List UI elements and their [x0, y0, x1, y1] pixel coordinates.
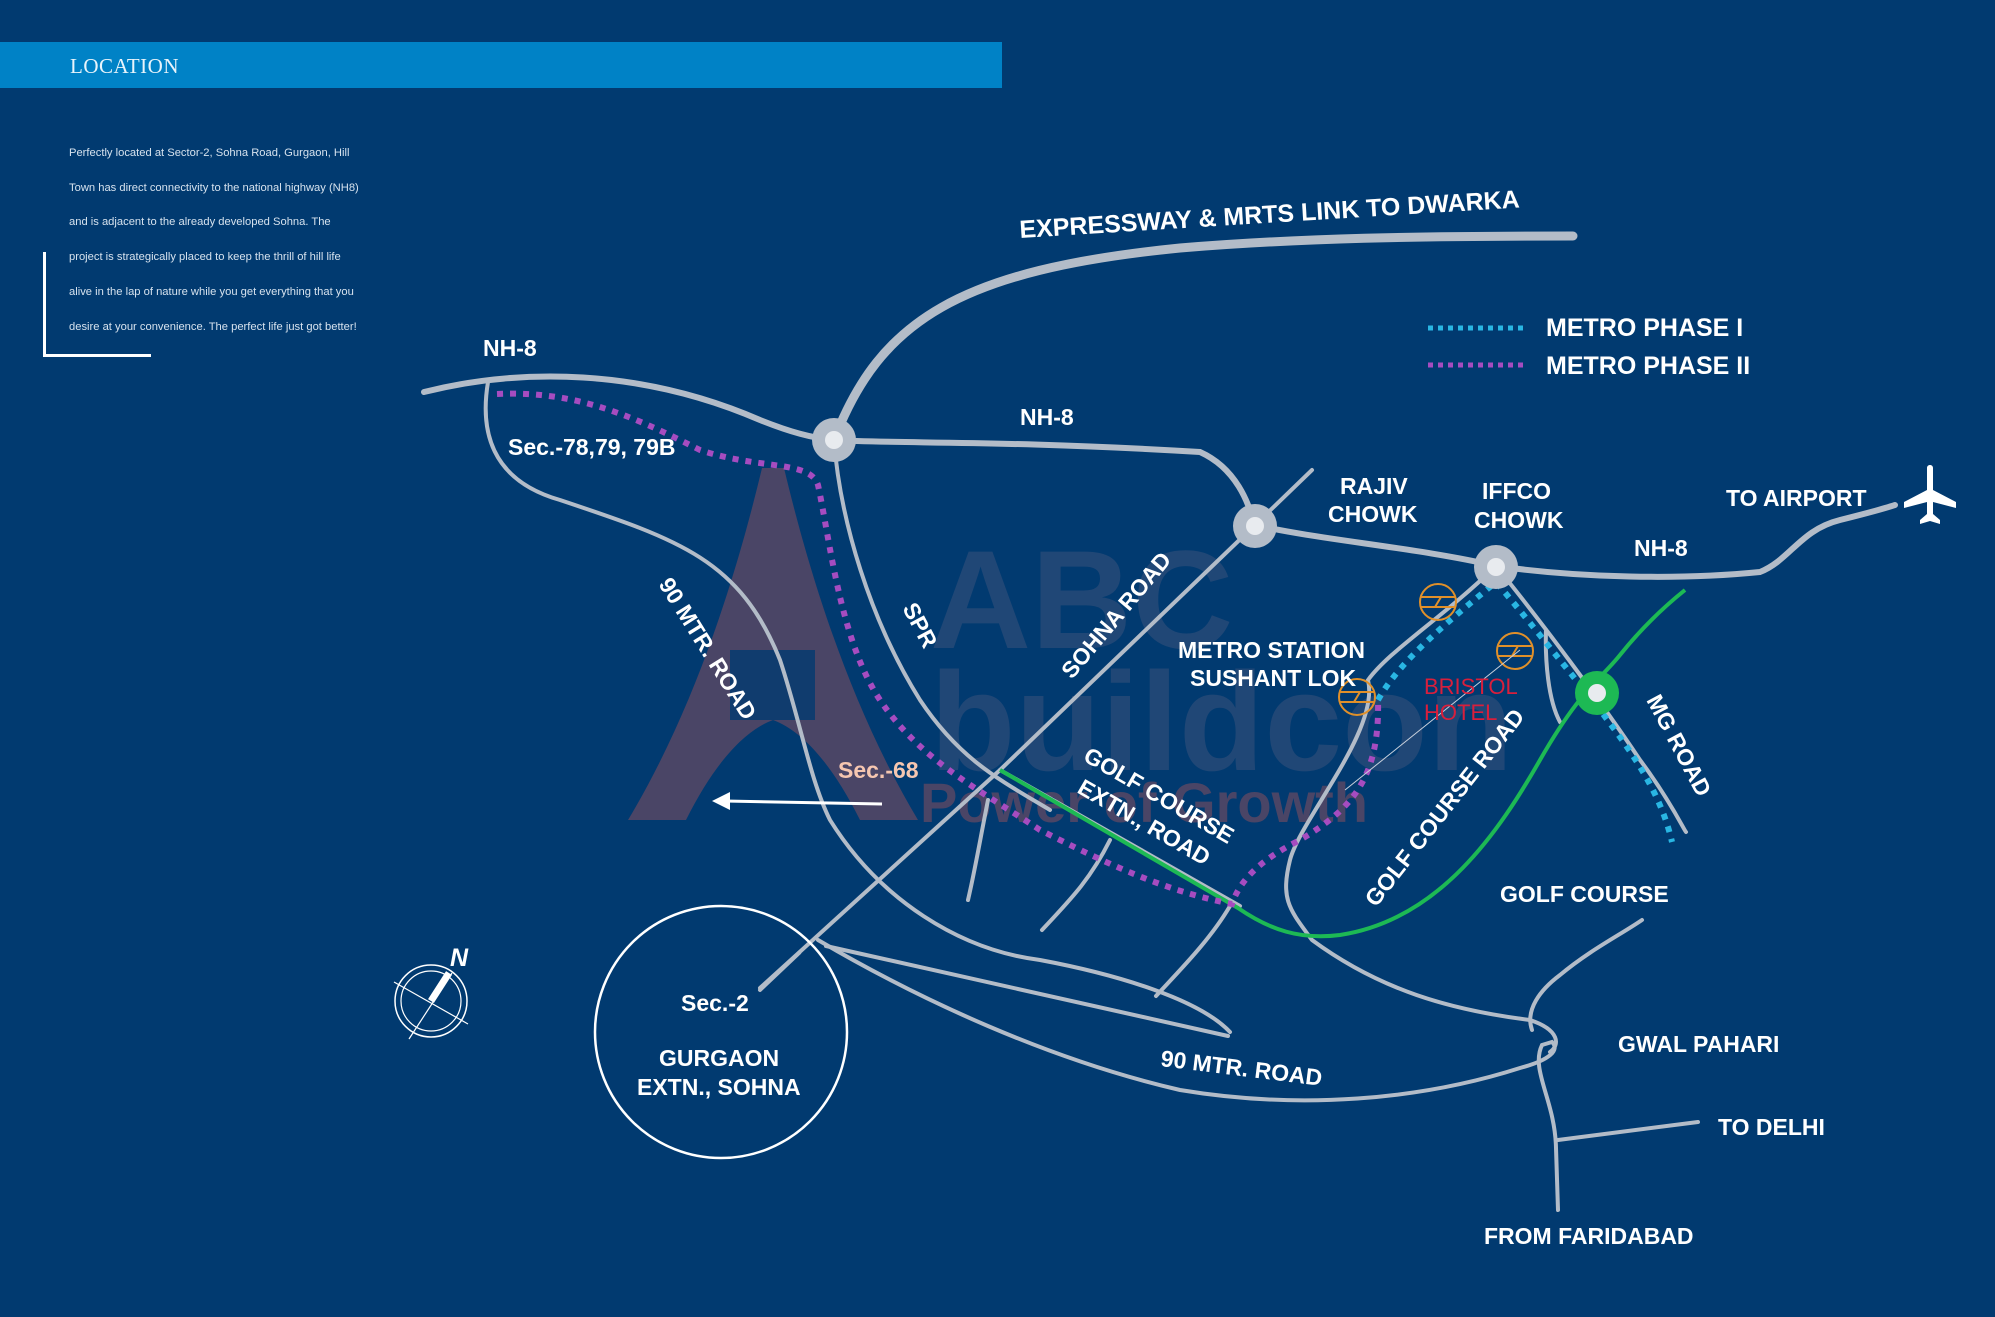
mg-road [1494, 564, 1688, 834]
label-site-sector: Sec.-2 [681, 990, 749, 1016]
sec78-loop-road [483, 380, 1232, 1034]
bottom-connector [824, 944, 1230, 1038]
label-iffco-chowk-1: IFFCO [1482, 478, 1551, 504]
legend-label-metro-phase-2: METRO PHASE II [1546, 352, 1750, 380]
lower-spur-1 [966, 798, 990, 902]
label-compass-north: N [450, 944, 469, 972]
description-line: desire at your convenience. The perfect … [69, 320, 357, 333]
section-header-bar: LOCATION [0, 42, 1002, 88]
legend: METRO PHASE I METRO PHASE II [1428, 314, 1750, 380]
location-description: Perfectly located at Sector-2, Sohna Roa… [69, 136, 409, 344]
label-iffco-chowk-2: CHOWK [1474, 507, 1564, 533]
spr-road [832, 438, 1052, 812]
lower-spur-2 [1040, 838, 1112, 932]
site-link-road [758, 986, 764, 992]
legend-label-metro-phase-1: METRO PHASE I [1546, 314, 1743, 342]
label-nh8-mid: NH-8 [1020, 404, 1074, 430]
roundabout-rajiv-chowk [1233, 504, 1277, 548]
site-circle [593, 904, 849, 1160]
label-bristol-hotel-2: HOTEL [1424, 700, 1497, 725]
label-from-faridabad: FROM FARIDABAD [1484, 1223, 1694, 1249]
golf-course-road-grey [1284, 564, 1558, 1054]
roads [421, 231, 1898, 1212]
label-golf-course: GOLF COURSE [1500, 881, 1669, 907]
watermark-buildcon: buildcon [930, 643, 1513, 800]
green-route [998, 588, 1687, 939]
metro-station-icons [1338, 583, 1534, 716]
label-rajiv-chowk-2: CHOWK [1328, 501, 1418, 527]
label-90-mtr-road-bottom: 90 MTR. ROAD [1159, 1045, 1323, 1091]
description-line: project is strategically placed to keep … [69, 251, 341, 264]
ninety-mtr-road-bottom [816, 938, 1560, 1212]
roundabouts [812, 418, 1619, 715]
watermark: ABC buildcon Power of Growth [628, 468, 1513, 834]
decorative-bracket [43, 252, 151, 357]
metro-station-icon [1338, 678, 1376, 716]
golf-course-spur [1528, 918, 1644, 1032]
label-rajiv-chowk-1: RAJIV [1340, 473, 1408, 499]
mg-road-inner [1543, 628, 1562, 724]
label-site-name-1: GURGAON [659, 1045, 779, 1071]
label-nh8-left: NH-8 [483, 335, 537, 361]
expressway-road [829, 231, 1578, 445]
roundabout-nh8-expressway [812, 418, 856, 462]
description-line: Town has direct connectivity to the nati… [69, 181, 359, 194]
label-metro-station-1: METRO STATION [1178, 637, 1365, 663]
label-nh8-right: NH-8 [1634, 535, 1688, 561]
section-title: LOCATION [70, 54, 179, 78]
description-line: Perfectly located at Sector-2, Sohna Roa… [69, 147, 350, 159]
label-to-airport: TO AIRPORT [1726, 485, 1867, 511]
metro-station-icon [1496, 632, 1534, 670]
metro-phase-2-line [496, 390, 1382, 908]
sec68-arrow-icon [712, 792, 883, 810]
label-sec-68: Sec.-68 [838, 757, 919, 783]
label-metro-station-2: SUSHANT LOK [1190, 665, 1357, 691]
label-sectors-78-79: Sec.-78,79, 79B [508, 434, 676, 460]
metro-phase-1-line [1375, 577, 1675, 843]
to-delhi-road [1556, 1120, 1700, 1142]
label-bristol-hotel-1: BRISTOL [1424, 674, 1518, 699]
label-mg-road: MG ROAD [1642, 690, 1717, 800]
description-line: and is adjacent to the already developed… [69, 216, 331, 229]
compass-icon [393, 964, 469, 1040]
site-link-road-line [760, 950, 802, 990]
label-site-name-2: EXTN., SOHNA [637, 1074, 801, 1100]
roundabout-iffco-chowk [1474, 545, 1518, 589]
label-to-delhi: TO DELHI [1718, 1114, 1825, 1140]
airplane-icon [1904, 465, 1956, 524]
roundabout-mg-road-green [1575, 671, 1619, 715]
metro-station-icon [1419, 583, 1457, 621]
lower-spur-3 [1154, 904, 1232, 998]
bristol-pointer-line [1344, 649, 1521, 791]
label-gwal-pahari: GWAL PAHARI [1618, 1031, 1779, 1057]
watermark-abc: ABC [930, 521, 1233, 678]
sohna-road [758, 468, 1314, 990]
description-line: alive in the lap of nature while you get… [69, 285, 354, 298]
